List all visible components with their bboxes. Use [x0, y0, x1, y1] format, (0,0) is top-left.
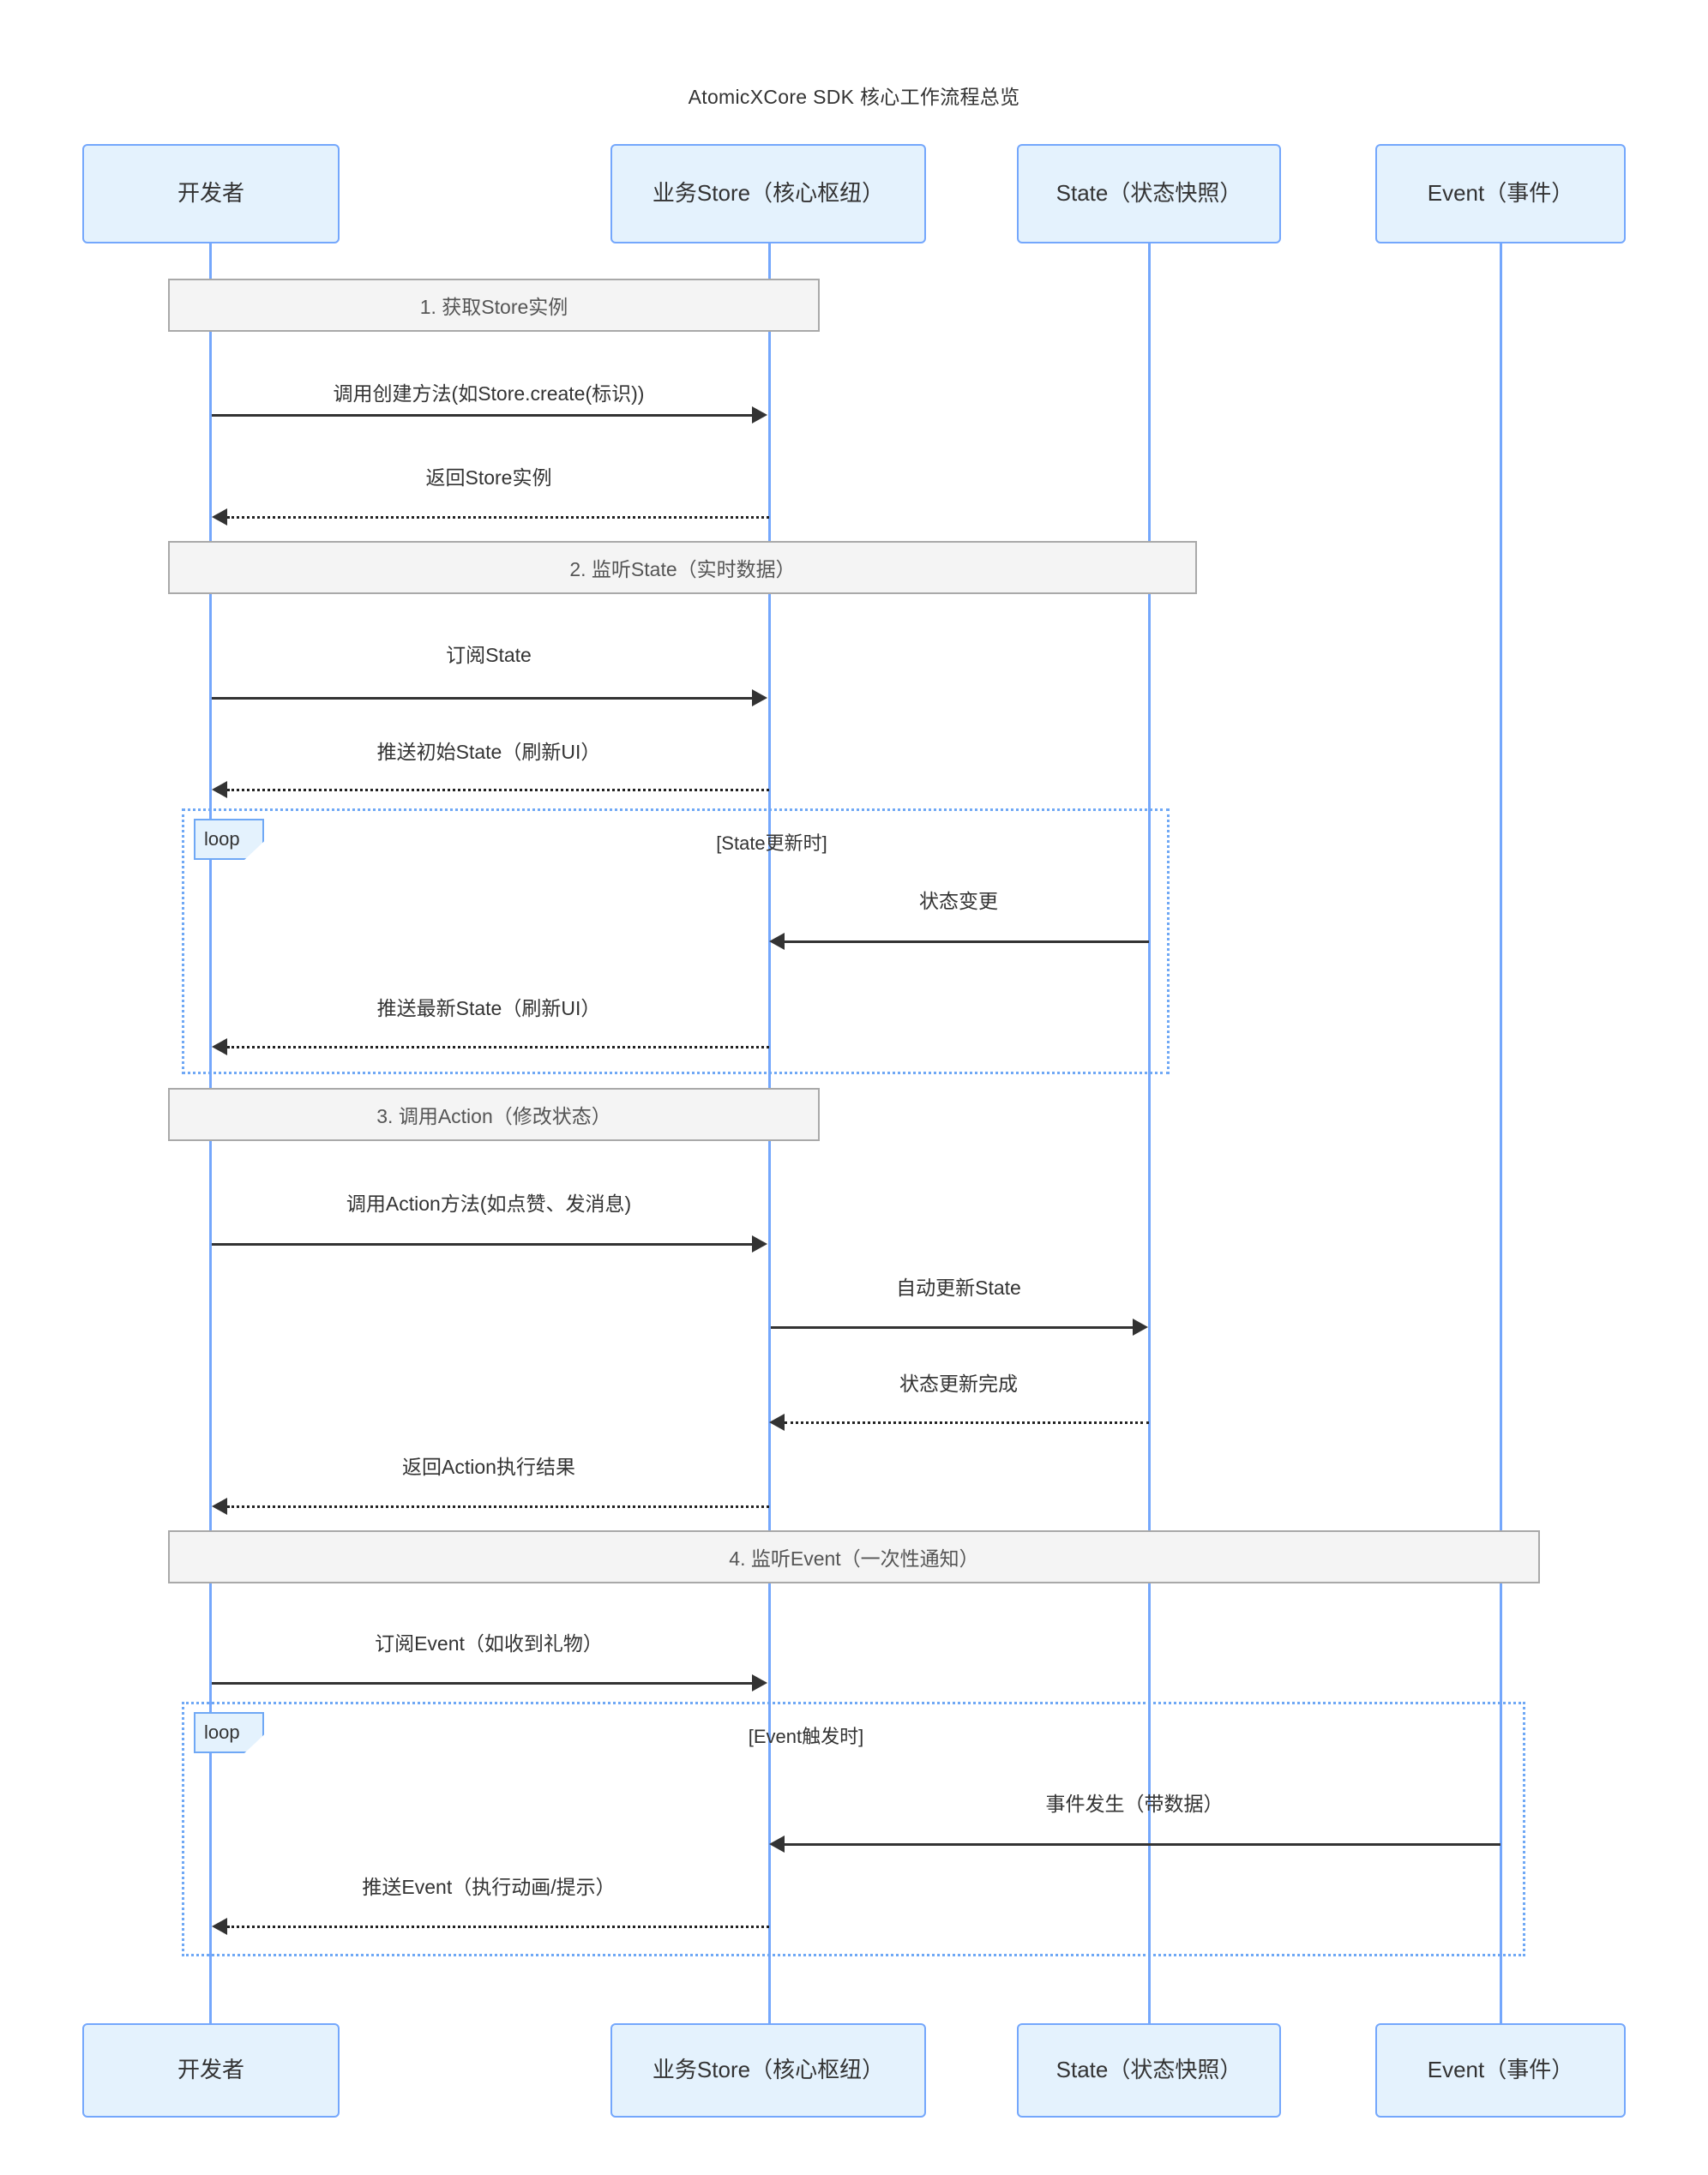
message-arrowhead-m3 [752, 689, 767, 706]
message-label-m12: 事件发生（带数据） [1045, 1793, 1224, 1815]
message-arrowhead-m2 [212, 508, 227, 526]
participant-label: 开发者 [177, 2057, 244, 2083]
section-label: 4. 监听Event（一次性通知） [729, 1547, 979, 1570]
message-arrowhead-m7 [752, 1235, 767, 1253]
loop-block-2 [182, 1702, 1525, 1956]
message-line-m7 [212, 1243, 752, 1246]
loop-condition-1: [State更新时] [716, 832, 827, 854]
participant-label: State（状态快照） [1055, 2057, 1242, 2083]
message-label-m1: 调用创建方法(如Store.create(标识)) [333, 382, 645, 405]
message-label-m2: 返回Store实例 [425, 466, 552, 489]
participant-box-dev-top[interactable]: 开发者 [82, 144, 340, 243]
message-arrowhead-m11 [752, 1674, 767, 1691]
section-band-3: 3. 调用Action（修改状态） [168, 1088, 820, 1141]
message-line-m2 [227, 516, 769, 519]
participant-box-event-bottom[interactable]: Event（事件） [1375, 2023, 1626, 2118]
participant-box-dev-bottom[interactable]: 开发者 [82, 2023, 340, 2118]
participant-box-event-top[interactable]: Event（事件） [1375, 144, 1626, 243]
loop-block-1 [182, 808, 1170, 1074]
participant-label: 业务Store（核心枢纽） [652, 180, 885, 207]
message-label-m13: 推送Event（执行动画/提示） [362, 1876, 616, 1898]
lifeline-state [1148, 159, 1151, 2032]
message-line-m13 [227, 1926, 769, 1928]
participant-label: State（状态快照） [1055, 180, 1242, 207]
message-label-m7: 调用Action方法(如点赞、发消息) [346, 1193, 632, 1215]
loop-keyword: loop [204, 1721, 240, 1743]
loop-condition-2: [Event触发时] [748, 1726, 864, 1747]
message-line-m6 [227, 1046, 769, 1048]
section-label: 2. 监听State（实时数据） [569, 558, 796, 580]
participant-label: Event（事件） [1427, 2057, 1574, 2083]
message-label-m4: 推送初始State（刷新UI） [376, 741, 601, 763]
message-label-m6: 推送最新State（刷新UI） [376, 997, 601, 1019]
message-line-m1 [212, 414, 752, 417]
message-label-m10: 返回Action执行结果 [402, 1456, 575, 1478]
participant-label: Event（事件） [1427, 180, 1574, 207]
participant-box-store-top[interactable]: 业务Store（核心枢纽） [610, 144, 926, 243]
message-line-m8 [771, 1326, 1133, 1329]
loop-keyword: loop [204, 828, 240, 850]
message-line-m12 [785, 1843, 1501, 1846]
message-arrowhead-m9 [769, 1414, 785, 1431]
participant-box-state-top[interactable]: State（状态快照） [1017, 144, 1281, 243]
message-arrowhead-m8 [1133, 1319, 1148, 1336]
message-label-m5: 状态变更 [919, 890, 998, 912]
loop-tab-2: loop [194, 1712, 264, 1753]
participant-box-store-bottom[interactable]: 业务Store（核心枢纽） [610, 2023, 926, 2118]
section-label: 3. 调用Action（修改状态） [376, 1105, 611, 1127]
message-label-m9: 状态更新完成 [899, 1373, 1018, 1395]
message-arrowhead-m6 [212, 1038, 227, 1055]
message-line-m9 [785, 1421, 1149, 1424]
section-band-2: 2. 监听State（实时数据） [168, 541, 1197, 594]
section-label: 1. 获取Store实例 [419, 296, 568, 318]
section-band-1: 1. 获取Store实例 [168, 279, 820, 332]
page-title: AtomicXCore SDK 核心工作流程总览 [688, 86, 1020, 108]
message-arrowhead-m4 [212, 781, 227, 798]
message-line-m10 [227, 1505, 769, 1508]
participant-box-state-bottom[interactable]: State（状态快照） [1017, 2023, 1281, 2118]
message-label-m3: 订阅State [446, 644, 532, 666]
message-label-m11: 订阅Event（如收到礼物） [375, 1632, 603, 1655]
section-band-4: 4. 监听Event（一次性通知） [168, 1530, 1540, 1583]
message-line-m3 [212, 697, 752, 700]
message-label-m8: 自动更新State [896, 1277, 1021, 1299]
message-arrowhead-m1 [752, 406, 767, 424]
message-arrowhead-m12 [769, 1836, 785, 1853]
message-line-m11 [212, 1682, 752, 1685]
participant-label: 开发者 [177, 180, 244, 207]
participant-label: 业务Store（核心枢纽） [652, 2057, 885, 2083]
lifeline-event [1500, 159, 1502, 2032]
message-arrowhead-m13 [212, 1918, 227, 1935]
message-arrowhead-m10 [212, 1498, 227, 1515]
message-line-m4 [227, 789, 769, 791]
message-arrowhead-m5 [769, 933, 785, 950]
message-line-m5 [785, 940, 1149, 943]
